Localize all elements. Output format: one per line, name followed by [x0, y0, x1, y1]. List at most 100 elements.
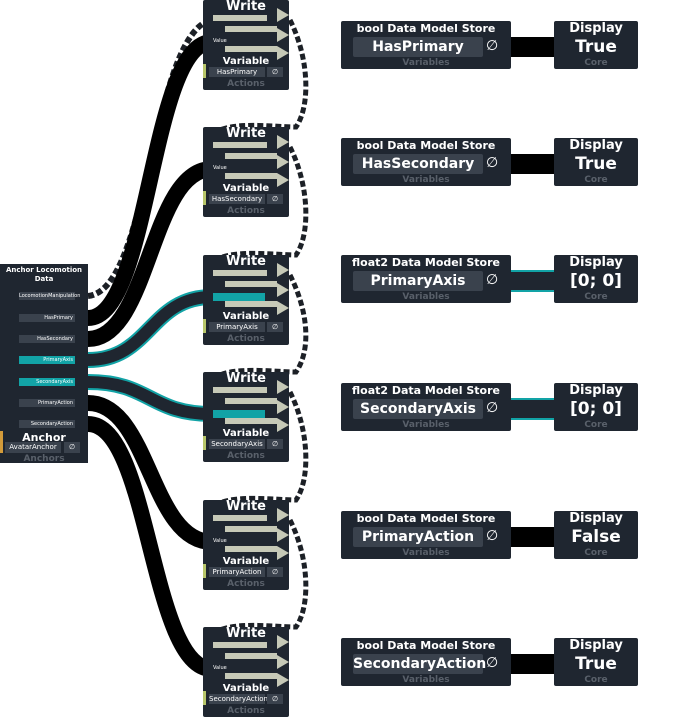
variable-field[interactable]: SecondaryAction [209, 694, 268, 704]
write-node-title: Write [225, 626, 266, 641]
null-icon[interactable]: ∅ [486, 272, 499, 288]
write-node[interactable]: WriteValueVariableSecondaryAxis∅Actions [203, 371, 291, 462]
value-input-bar[interactable] [225, 281, 277, 287]
null-icon[interactable]: ∅ [267, 322, 283, 332]
variable-accent [203, 191, 206, 205]
store-name-field[interactable]: HasSecondary [353, 154, 483, 174]
variable-accent [203, 64, 206, 78]
null-icon[interactable]: ∅ [486, 400, 499, 416]
display-node-title: Display [569, 511, 623, 526]
store-node-footer: Variables [402, 58, 450, 68]
output-primary-axis[interactable]: PrimaryAxis [19, 356, 75, 364]
output-secondary-action[interactable]: SecondaryAction [19, 420, 75, 428]
anchor-locomotion-node[interactable]: Anchor Locomotion Data LocomotionManipul… [0, 264, 88, 464]
write-node-footer: Actions [227, 79, 265, 89]
null-icon[interactable]: ∅ [267, 567, 283, 577]
flow-input-bar[interactable] [213, 515, 267, 521]
flow-chain-wire [207, 145, 309, 276]
value-input-bar[interactable] [225, 653, 277, 659]
output-secondary-axis[interactable]: SecondaryAxis [19, 378, 75, 386]
write-node[interactable]: WriteValueVariablePrimaryAxis∅Actions [203, 254, 291, 345]
variable-field[interactable]: HasSecondary [209, 194, 265, 204]
null-icon[interactable]: ∅ [486, 155, 499, 171]
flow-output-arrows[interactable] [277, 135, 291, 189]
store-name-field[interactable]: SecondaryAxis [353, 399, 483, 419]
value-input-teal[interactable] [213, 410, 265, 418]
flow-input-bar[interactable] [213, 142, 267, 148]
display-node-title: Display [569, 638, 623, 653]
display-node[interactable]: Display[0; 0]Core [554, 383, 638, 431]
store-name-field[interactable]: SecondaryAction [353, 654, 487, 674]
null-icon[interactable]: ∅ [267, 439, 283, 449]
null-icon[interactable]: ∅ [486, 528, 499, 544]
value-input-bar[interactable] [225, 526, 277, 532]
flow-output-arrows[interactable] [277, 380, 291, 434]
flow-chain-wire [207, 390, 309, 521]
variable-input-bar[interactable] [225, 418, 277, 424]
value-wire [86, 34, 214, 326]
display-value: True [575, 154, 617, 174]
value-input-teal[interactable] [213, 293, 265, 301]
variable-section-title: Variable [222, 56, 270, 67]
variable-section-title: Variable [222, 683, 270, 694]
variable-field[interactable]: HasPrimary [209, 67, 265, 77]
value-port-label: Value [213, 665, 227, 671]
value-input-bar[interactable] [225, 398, 277, 404]
output-primary-action[interactable]: PrimaryAction [19, 399, 75, 407]
variable-input-bar[interactable] [225, 173, 277, 179]
variable-input-bar[interactable] [225, 301, 277, 307]
value-wire-teal-core [87, 376, 213, 420]
null-icon[interactable]: ∅ [267, 194, 283, 204]
display-value: True [575, 654, 617, 674]
display-node[interactable]: Display[0; 0]Core [554, 255, 638, 303]
null-icon[interactable]: ∅ [486, 655, 499, 671]
flow-input-bar[interactable] [213, 270, 267, 276]
value-wire [86, 161, 214, 347]
variable-accent [203, 436, 206, 450]
store-node-footer: Variables [402, 420, 450, 430]
flow-output-arrows[interactable] [277, 8, 291, 62]
store-name-field[interactable]: HasPrimary [353, 37, 483, 57]
variable-input-bar[interactable] [225, 46, 277, 52]
store-name-field[interactable]: PrimaryAction [353, 527, 483, 547]
value-input-bar[interactable] [225, 26, 277, 32]
output-has-secondary[interactable]: HasSecondary [19, 335, 75, 343]
null-icon[interactable]: ∅ [267, 67, 283, 77]
flow-input-bar[interactable] [213, 642, 267, 648]
flow-output-arrows[interactable] [277, 635, 291, 689]
value-input-bar[interactable] [225, 153, 277, 159]
variable-input-bar[interactable] [225, 546, 277, 552]
flow-input-bar[interactable] [213, 387, 267, 393]
variable-field[interactable]: SecondaryAxis [209, 439, 265, 449]
flow-output-arrows[interactable] [277, 508, 291, 562]
null-icon[interactable]: ∅ [486, 38, 499, 54]
store-node-footer: Variables [402, 175, 450, 185]
output-locomotion-manipulation[interactable]: LocomotionManipulation [19, 292, 81, 300]
store-node-footer: Variables [402, 675, 450, 685]
store-name-field[interactable]: PrimaryAxis [353, 271, 483, 291]
null-icon[interactable]: ∅ [64, 442, 80, 453]
flow-output-arrows[interactable] [277, 263, 291, 317]
null-icon[interactable]: ∅ [267, 694, 283, 704]
variable-field[interactable]: PrimaryAction [209, 567, 265, 577]
anchor-accent [0, 431, 3, 453]
flow-input-bar[interactable] [213, 15, 267, 21]
variable-input-bar[interactable] [225, 673, 277, 679]
output-has-primary[interactable]: HasPrimary [19, 314, 75, 322]
variable-field[interactable]: PrimaryAxis [209, 322, 265, 332]
avatar-anchor-field[interactable]: AvatarAnchor [5, 442, 61, 453]
